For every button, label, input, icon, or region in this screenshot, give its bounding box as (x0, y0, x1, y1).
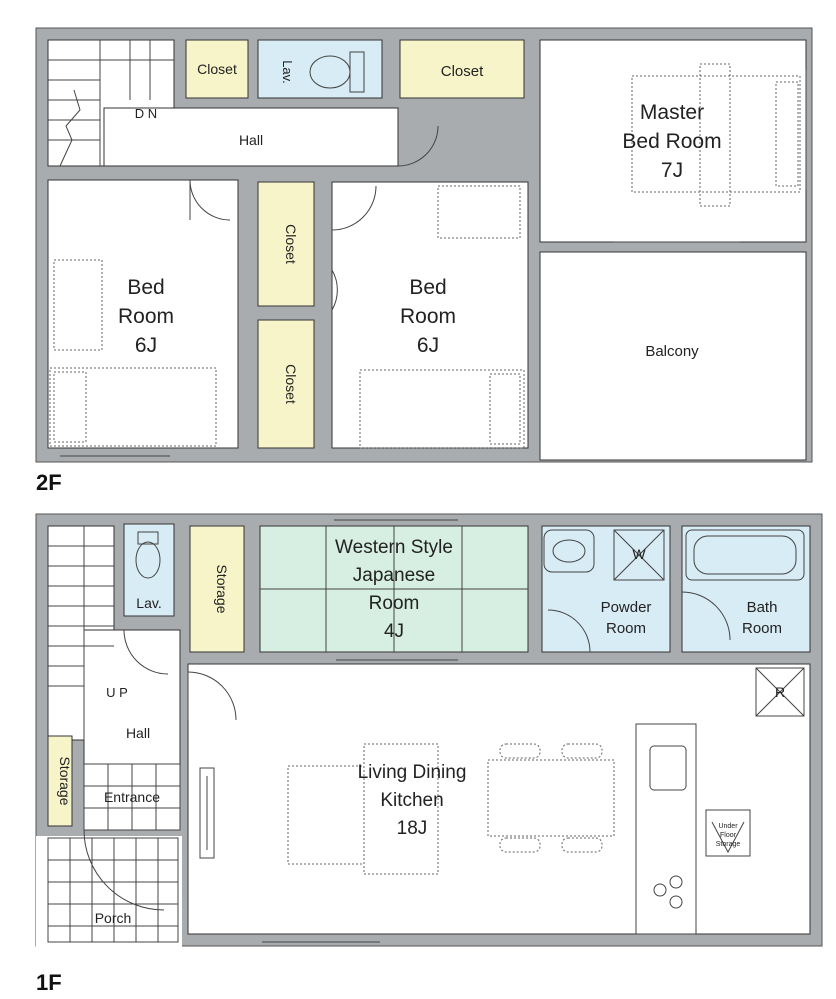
ldk-label-3: 18J (397, 818, 428, 839)
bath-room (681, 525, 811, 653)
stair-treads-2f (48, 40, 174, 167)
hall-1f (83, 629, 181, 831)
refrigerator-icon (755, 667, 805, 717)
windows-2f (60, 70, 807, 457)
hall-1f-label: Hall (126, 725, 150, 741)
bathtub-icon (685, 529, 805, 581)
bed-furniture-left (49, 259, 217, 447)
lavatory-2f-label: Lav. (280, 60, 295, 84)
underfloor-storage-icon (705, 809, 751, 857)
doors-1f (83, 591, 731, 911)
living-dining-kitchen (187, 663, 811, 935)
toilet-2f-icon (309, 51, 365, 93)
bedroom-left-label-1: Bed (127, 276, 164, 299)
kitchen-counter (635, 723, 697, 935)
tatami-lines (260, 526, 528, 652)
storage-1f-a-label: Storage (214, 564, 230, 613)
bedroom-2f-left (47, 179, 239, 449)
closet-2f-b (399, 39, 525, 99)
refrigerator-label: R (775, 684, 785, 700)
porch-area (36, 836, 182, 948)
bed-furniture-master (631, 63, 801, 207)
first-floor: Lav. Storage Western Style Japanese Room… (35, 513, 823, 995)
bath-room-label-2: Room (742, 620, 782, 637)
bedroom-right-label-3: 6J (417, 334, 439, 357)
closet-2f-a-label: Closet (197, 61, 237, 77)
master-bedroom-label-2: Bed Room (622, 130, 721, 153)
entrance-tiles (83, 763, 181, 831)
stair-treads-1f (48, 526, 114, 740)
porch-label: Porch (95, 910, 132, 926)
bedroom-left-label-3: 6J (135, 334, 157, 357)
underfloor-label-1: Under (718, 823, 738, 830)
lavatory-1f-label: Lav. (136, 595, 161, 611)
tv-stand-icon (199, 767, 215, 859)
powder-room-label-2: Room (606, 620, 646, 637)
ldk-label-1: Living Dining (358, 762, 467, 783)
underfloor-label-3: Storage (716, 841, 741, 848)
ldk-label-2: Kitchen (380, 790, 443, 811)
balcony-label: Balcony (645, 343, 699, 360)
hall-2f-label: Hall (239, 132, 263, 148)
windows-1f (262, 519, 458, 943)
toilet-1f-icon (135, 531, 161, 579)
doors-2f (189, 125, 439, 311)
bath-room-label-1: Bath (747, 599, 778, 616)
bedroom-right-label-2: Room (400, 305, 456, 328)
storage-1f-a (189, 525, 245, 653)
hall-2f (103, 107, 399, 167)
dining-table-icon (487, 743, 615, 853)
floor-label-1f: 1F (36, 970, 62, 995)
powder-room-label-1: Powder (601, 599, 652, 616)
storage-1f-b-label: Storage (57, 756, 73, 805)
closet-2f-c-label: Closet (283, 224, 299, 264)
entrance-label: Entrance (104, 789, 160, 805)
closet-2f-d-label: Closet (283, 364, 299, 404)
washer-icon (613, 529, 665, 581)
second-floor: Closet Lav. Closet Master Bed Room 7J D … (35, 27, 813, 495)
closet-2f-d (257, 319, 315, 449)
closet-2f-b-label: Closet (441, 63, 484, 80)
stair-up-label: U P (106, 685, 128, 700)
bed-furniture-right (359, 185, 525, 449)
master-bedroom-label-1: Master (640, 101, 704, 124)
balcony (539, 251, 807, 461)
western-room-label-4: 4J (384, 621, 404, 642)
master-bedroom (539, 39, 807, 243)
sofa-icon (287, 743, 439, 875)
powder-room (541, 525, 671, 653)
stair-down-label: D N (135, 106, 157, 121)
floor-label-2f: 2F (36, 470, 62, 495)
underfloor-label-2: Floor (720, 832, 737, 839)
bedroom-right-label-1: Bed (409, 276, 446, 299)
western-room-label-1: Western Style (335, 537, 453, 558)
western-room-label-2: Japanese (353, 565, 435, 586)
lavatory-1f (123, 523, 175, 617)
washer-label: W (632, 546, 646, 562)
porch-tiles (47, 837, 179, 943)
storage-1f-b (47, 735, 73, 827)
sink-icon (543, 529, 595, 573)
closet-2f-a (185, 39, 249, 99)
closet-2f-c (257, 181, 315, 307)
bedroom-2f-right (331, 181, 529, 449)
western-room-label-3: Room (369, 593, 420, 614)
lavatory-2f (257, 39, 383, 99)
bedroom-left-label-2: Room (118, 305, 174, 328)
master-bedroom-label-3: 7J (661, 159, 683, 182)
